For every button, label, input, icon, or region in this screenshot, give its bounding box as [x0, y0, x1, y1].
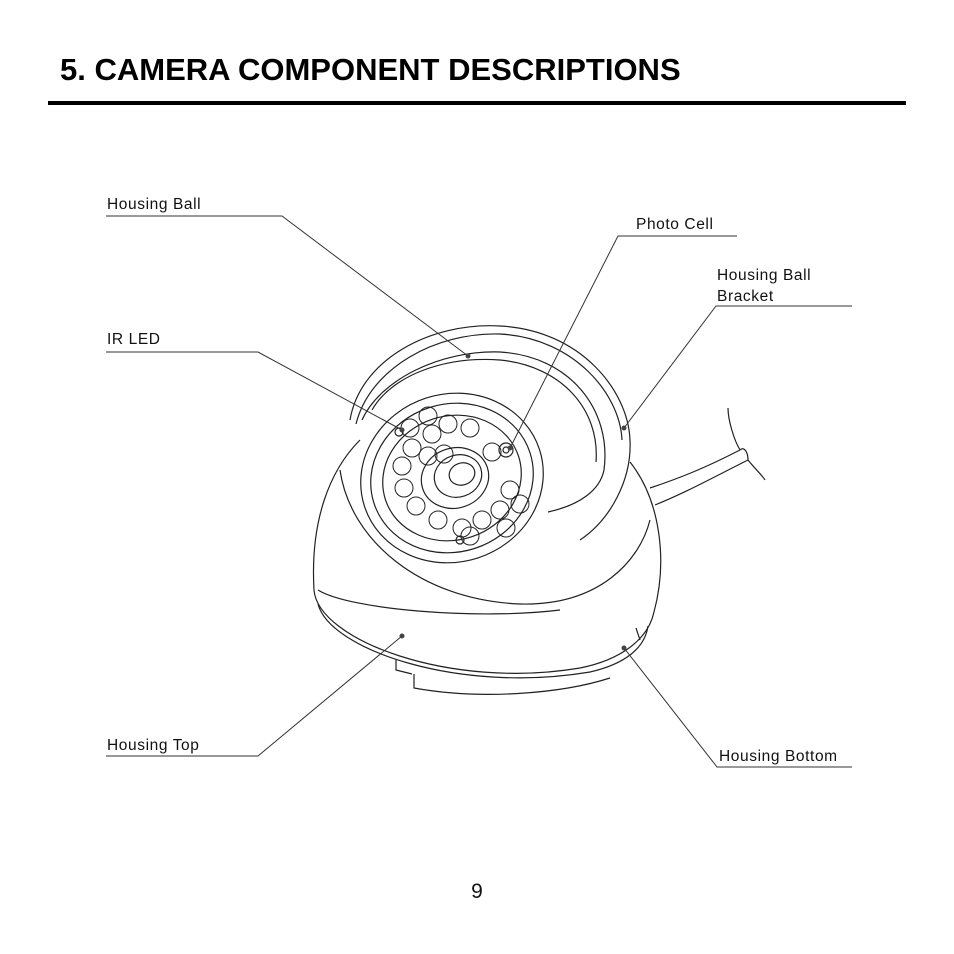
leader-housing-ball	[106, 215, 469, 357]
page-title: 5. CAMERA COMPONENT DESCRIPTIONS	[60, 52, 681, 87]
camera-lens	[420, 446, 490, 510]
label-housing-top: Housing Top	[107, 737, 200, 754]
leader-photo-cell	[509, 235, 737, 449]
callout-dots	[399, 353, 627, 651]
label-housing-bottom: Housing Bottom	[719, 748, 838, 765]
label-housing-ball: Housing Ball	[107, 196, 202, 213]
leader-housing-ball-bracket	[623, 305, 852, 429]
housing-bottom-ring	[313, 589, 655, 695]
housing-ball	[361, 351, 606, 513]
title-rule	[48, 101, 906, 105]
leader-housing-bottom	[623, 647, 852, 768]
leader-ir-led	[106, 351, 403, 431]
page-number: 9	[471, 880, 483, 903]
leader-housing-top	[106, 635, 403, 757]
callout-leader-lines	[106, 215, 852, 768]
label-housing-ball-bracket-line2: Bracket	[717, 288, 774, 305]
housing-top-shell	[312, 439, 662, 615]
camera-cable	[649, 407, 766, 506]
ir-ring	[360, 392, 544, 564]
ir-led-array	[392, 406, 530, 546]
label-housing-ball-bracket-line1: Housing Ball	[717, 267, 812, 284]
label-ir-led: IR LED	[107, 331, 161, 348]
label-photo-cell: Photo Cell	[636, 216, 714, 233]
housing-ball-bracket	[339, 325, 651, 605]
screws	[394, 427, 465, 545]
